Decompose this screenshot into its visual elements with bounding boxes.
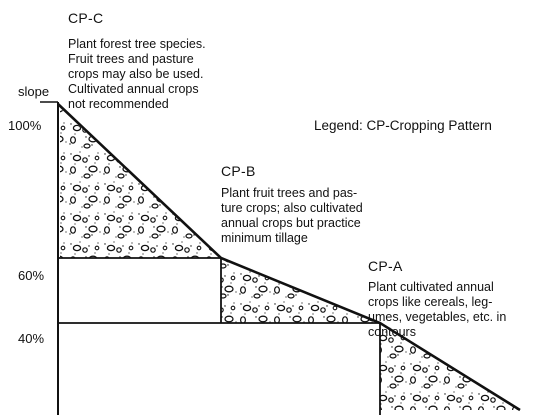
- zone-cp-a-description: Plant cultivated annual crops like cerea…: [368, 280, 506, 340]
- zone-cp-b-description: Plant fruit trees and pas- ture crops; a…: [221, 186, 363, 246]
- tick-label-40: 40%: [18, 331, 44, 346]
- zone-cp-a-title: CP-A: [368, 258, 403, 274]
- tick-label-60: 60%: [18, 268, 44, 283]
- axis-label-slope: slope: [18, 84, 49, 99]
- tick-label-100: 100%: [8, 118, 41, 133]
- zone-cp-c-description: Plant forest tree species. Fruit trees a…: [68, 37, 206, 112]
- zone-cp-c-title: CP-C: [68, 10, 103, 26]
- legend-text: Legend: CP-Cropping Pattern: [314, 118, 492, 133]
- zone-cp-b-title: CP-B: [221, 163, 256, 179]
